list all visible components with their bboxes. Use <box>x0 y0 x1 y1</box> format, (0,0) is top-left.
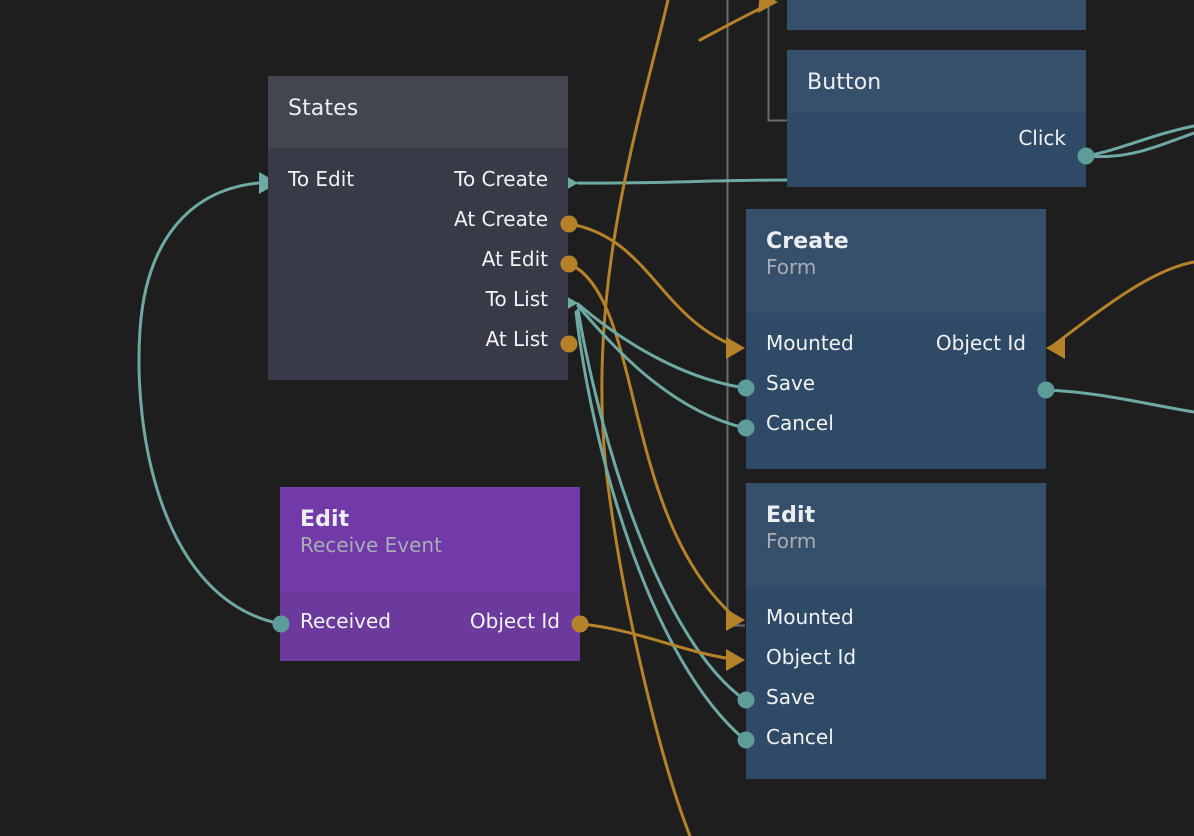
port-marker-states-at-list[interactable] <box>560 335 578 353</box>
port-marker-edit-save[interactable] <box>737 691 755 709</box>
node-states-title: States <box>288 96 359 121</box>
port-label-to-list: To List <box>485 287 548 311</box>
port-label-to-edit: To Edit <box>288 167 355 191</box>
node-partial-top-header <box>787 0 1086 30</box>
wire-create-cancel-to-list <box>576 304 747 430</box>
node-edit-form-header: Edit Form <box>746 483 1046 587</box>
node-button[interactable]: Button Click <box>787 50 1086 187</box>
node-partial-top[interactable] <box>787 0 1086 30</box>
port-label-edit-mounted: Mounted <box>766 605 854 629</box>
port-label-edit-save: Save <box>766 685 816 709</box>
wire-right-into-create-objectid <box>1048 260 1194 350</box>
port-row-create-cancel[interactable]: Cancel <box>746 403 1046 443</box>
node-edit-form-subtitle: Form <box>766 529 817 553</box>
port-label-receive-object-id: Object Id <box>469 609 560 633</box>
port-marker-create-cancel[interactable] <box>737 419 755 437</box>
node-edit-receive-event-subtitle: Receive Event <box>300 533 442 557</box>
wire-create-right-out <box>1044 388 1194 414</box>
port-label-edit-cancel: Cancel <box>766 725 834 749</box>
port-marker-states-at-create[interactable] <box>560 215 578 233</box>
node-create-form[interactable]: Create Form Mounted Object Id Save Cance… <box>746 209 1046 469</box>
port-row-states-at-edit[interactable]: At Edit <box>268 239 568 279</box>
port-label-create-object-id: Object Id <box>935 331 1026 355</box>
wire-edit-cancel-to-list <box>574 310 747 742</box>
port-label-received: Received <box>300 609 391 633</box>
node-edit-receive-event-title: Edit <box>300 507 350 532</box>
wire-click-right-b <box>1084 131 1194 159</box>
port-row-edit-cancel[interactable]: Cancel <box>746 717 1046 757</box>
port-marker-create-save[interactable] <box>737 379 755 397</box>
port-marker-create-right-output[interactable] <box>1037 381 1055 399</box>
port-row-edit-object-id[interactable]: Object Id <box>746 637 1046 677</box>
port-marker-receive-object-id[interactable] <box>571 615 589 633</box>
port-row-create-save[interactable]: Save <box>746 363 1046 403</box>
wire-received-to-edit <box>137 181 283 626</box>
wire-create-save-to-list <box>576 302 747 390</box>
port-marker-button-click[interactable] <box>1077 147 1095 165</box>
node-states-header: States <box>268 76 568 148</box>
node-edit-receive-event-body: Received Object Id <box>280 591 580 659</box>
node-button-body: Click <box>787 112 1086 176</box>
port-label-create-cancel: Cancel <box>766 411 834 435</box>
port-row-button-click[interactable]: Click <box>787 118 1086 158</box>
port-row-states-at-create[interactable]: At Create <box>268 199 568 239</box>
port-label-edit-object-id: Object Id <box>766 645 857 669</box>
node-edit-form[interactable]: Edit Form Mounted Object Id Save Cancel <box>746 483 1046 779</box>
port-row-received-objectid[interactable]: Received Object Id <box>280 601 580 641</box>
wire-objectid-to-edit-objectid <box>579 622 740 662</box>
port-row-states-to-edit-to-create[interactable]: To Edit To Create <box>268 159 568 199</box>
node-edit-receive-event[interactable]: Edit Receive Event Received Object Id <box>280 487 580 661</box>
port-row-create-mounted-objectid[interactable]: Mounted Object Id <box>746 323 1046 363</box>
port-row-states-to-list[interactable]: To List <box>268 279 568 319</box>
port-row-states-at-list[interactable]: At List <box>268 319 568 359</box>
wire-at-create-mounted <box>568 222 742 350</box>
port-label-create-mounted: Mounted <box>766 331 854 355</box>
wire-click-right-a <box>1084 124 1194 158</box>
node-button-header: Button <box>787 50 1086 112</box>
node-create-form-title: Create <box>766 229 849 254</box>
node-edit-receive-event-header: Edit Receive Event <box>280 487 580 591</box>
node-button-title: Button <box>807 70 882 95</box>
wire-offscreen-top-orange <box>600 0 692 836</box>
node-create-form-body: Mounted Object Id Save Cancel <box>746 313 1046 461</box>
port-marker-received[interactable] <box>272 615 290 633</box>
wire-offscreen-top-into-partial <box>698 2 772 42</box>
wire-edit-save-to-list <box>576 308 747 702</box>
wire-button-to-create <box>576 178 789 185</box>
port-label-at-edit: At Edit <box>481 247 548 271</box>
port-row-edit-save[interactable]: Save <box>746 677 1046 717</box>
node-edit-form-body: Mounted Object Id Save Cancel <box>746 587 1046 775</box>
port-marker-edit-cancel[interactable] <box>737 731 755 749</box>
node-create-form-subtitle: Form <box>766 255 817 279</box>
wire-at-edit-edit-mounted <box>568 262 740 622</box>
node-states[interactable]: States To Edit To Create At Create At Ed… <box>268 76 568 380</box>
port-label-create-save: Save <box>766 371 816 395</box>
port-label-at-list: At List <box>485 327 549 351</box>
port-marker-states-at-edit[interactable] <box>560 255 578 273</box>
node-edit-form-title: Edit <box>766 503 816 528</box>
port-label-at-create: At Create <box>454 207 548 231</box>
port-label-to-create: To Create <box>454 167 548 191</box>
port-label-click: Click <box>1018 126 1066 150</box>
node-states-body: To Edit To Create At Create At Edit To L… <box>268 148 568 377</box>
node-create-form-header: Create Form <box>746 209 1046 313</box>
port-row-edit-mounted[interactable]: Mounted <box>746 597 1046 637</box>
